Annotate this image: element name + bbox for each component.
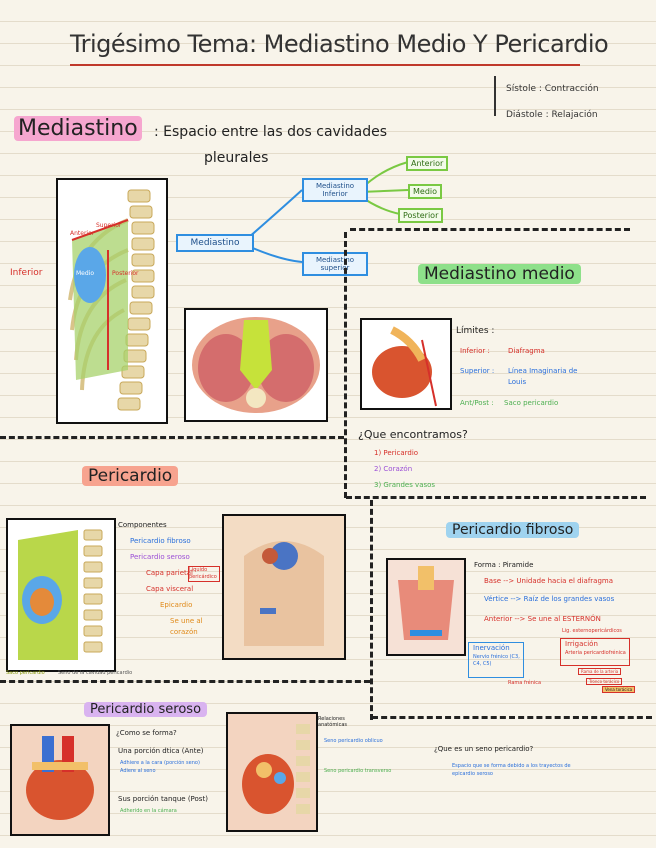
tree-child-posterior: Posterior <box>398 208 444 223</box>
inervacion-sub: Rama frénica <box>508 680 542 686</box>
diagram-label-superior: Superior <box>96 222 122 229</box>
base-label: Base --> Unidade hacia el diafragma <box>484 577 613 585</box>
tree-root-mediastino: Mediastino <box>176 234 254 252</box>
diagram-label-medio: Medio <box>76 270 95 277</box>
heart-anterior-image <box>10 724 110 836</box>
divider-right-middle <box>346 496 646 499</box>
como-se-forma-question: ¿Como se forma? <box>116 729 177 737</box>
limite-inferior-label: Inferior : <box>460 347 490 355</box>
axial-section-image <box>184 308 328 422</box>
thorax-sagittal-image <box>56 178 168 424</box>
inervacion-text: Nervio frénico (C3, C4, C5) <box>473 654 520 667</box>
limite-superior-text: Línea Imaginaria de Louis <box>508 367 578 386</box>
mediastino-medio-heading: Mediastino medio <box>418 264 581 284</box>
tree-mediastino-superior: Mediastino superior <box>302 252 368 276</box>
rama-label: Rama de la arteria <box>578 668 622 675</box>
title-underline <box>70 64 580 66</box>
mediastino-heading: Mediastino <box>14 116 142 141</box>
liquido-pericardico-box: Líquido pericárdico <box>188 566 220 582</box>
relacion-item-2: Seno pericardio transverso <box>324 768 392 774</box>
tronco-label: Tronco torácico <box>586 678 623 685</box>
limite-superior-label: Superior : <box>460 367 495 375</box>
inferior-side-label: Inferior <box>10 268 43 278</box>
mediastino-definition-cont: pleurales <box>204 150 269 166</box>
limites-title: Límites : <box>456 326 495 336</box>
pericardio-caption-left: Saco pericardio <box>6 670 45 676</box>
inervacion-title: Inervación <box>473 644 510 652</box>
encontramos-item-3: 3) Grandes vasos <box>374 481 436 489</box>
sus-porcion-label: Sus porción tanque (Post) <box>118 795 208 803</box>
divider-top-right <box>350 228 630 231</box>
inervacion-box: Inervación Nervio frénico (C3, C4, C5) <box>468 642 524 678</box>
pericardio-sagittal-image <box>6 518 116 672</box>
limite-inferior-text: Diafragma <box>508 347 545 355</box>
tree-mediastino-inferior: Mediastino Inferior <box>302 178 368 202</box>
componente-seroso: Pericardio seroso <box>130 553 190 561</box>
pericardio-seroso-heading: Pericardio seroso <box>84 702 208 717</box>
limite-antpost-label: Ant/Post : <box>460 399 494 407</box>
una-porcion-sub1: Adhiere a la cara (porción seno) <box>120 760 200 766</box>
epicardio-label: Epicardio <box>160 601 193 609</box>
pericardio-fibroso-image <box>386 558 466 656</box>
vena-label: Vena torácica <box>602 686 636 693</box>
capa-visceral: Capa visceral <box>146 585 194 593</box>
legend-bracket <box>494 76 500 116</box>
heart-lateral-image <box>360 318 452 410</box>
capa-parietal: Capa parietal <box>146 569 193 577</box>
una-porcion-sub2: Adiere al seno <box>120 768 156 774</box>
pericardio-heading: Pericardio <box>82 466 179 486</box>
relacion-item-1: Seno pericardio oblicuo <box>324 738 383 744</box>
divider-vertical-2 <box>370 500 373 720</box>
relaciones-label: Relaciones anatómicas <box>318 716 347 728</box>
se-une-label: Se une al corazón <box>170 617 203 636</box>
pericardio-open-image <box>222 514 346 660</box>
limite-antpost-text: Saco pericardio <box>504 399 559 407</box>
mediastino-definition: : Espacio entre las dos cavidades <box>154 124 387 140</box>
componente-fibroso: Pericardio fibroso <box>130 537 191 545</box>
pericardio-fibroso-heading: Pericardio fibroso <box>446 522 580 538</box>
diagram-label-anterior: Anterior <box>70 230 95 237</box>
componentes-label: Componentes <box>118 521 167 529</box>
divider-right-bottom <box>372 716 652 719</box>
seno-answer: Espacio que se forma debido a los trayec… <box>452 763 571 777</box>
ligamentos-label: Lig. esternopericárdicos <box>562 628 622 634</box>
vertice-label: Vértice --> Raíz de los grandes vasos <box>484 595 615 603</box>
page-title: Trigésimo Tema: Mediastino Medio Y Peric… <box>70 30 609 58</box>
encontramos-item-1: 1) Pericardio <box>374 449 419 457</box>
irrigacion-title: Irrigación <box>565 640 598 648</box>
seno-question: ¿Que es un seno pericardio? <box>434 745 534 753</box>
tree-child-medio: Medio <box>408 184 443 199</box>
irrigacion-text: Arteria pericardiofrénica <box>565 650 626 656</box>
anterior-label: Anterior --> Se une al ESTERNÓN <box>484 615 601 623</box>
encontramos-item-2: 2) Corazón <box>374 465 413 473</box>
que-encontramos-question: ¿Que encontramos? <box>358 428 468 441</box>
divider-left-bottom <box>0 680 370 683</box>
divider-left-middle <box>0 436 344 439</box>
diagram-label-posterior: Posterior <box>112 270 139 277</box>
una-porcion-label: Una porción dtica (Ante) <box>118 747 204 755</box>
sus-porcion-sub: Adherido en la cámara <box>120 808 177 814</box>
legend-diastole: Diástole : Relajación <box>506 110 598 120</box>
forma-label: Forma : Piramide <box>474 561 534 569</box>
pericardio-seroso-sagittal-image <box>226 712 318 832</box>
pericardio-caption-right: Seno de la cavidad pericardio <box>58 670 133 676</box>
divider-vertical-1 <box>344 232 347 498</box>
tree-child-anterior: Anterior <box>406 156 449 171</box>
legend-sistole: Sístole : Contracción <box>506 84 599 94</box>
irrigacion-box: Irrigación Arteria pericardiofrénica <box>560 638 630 666</box>
